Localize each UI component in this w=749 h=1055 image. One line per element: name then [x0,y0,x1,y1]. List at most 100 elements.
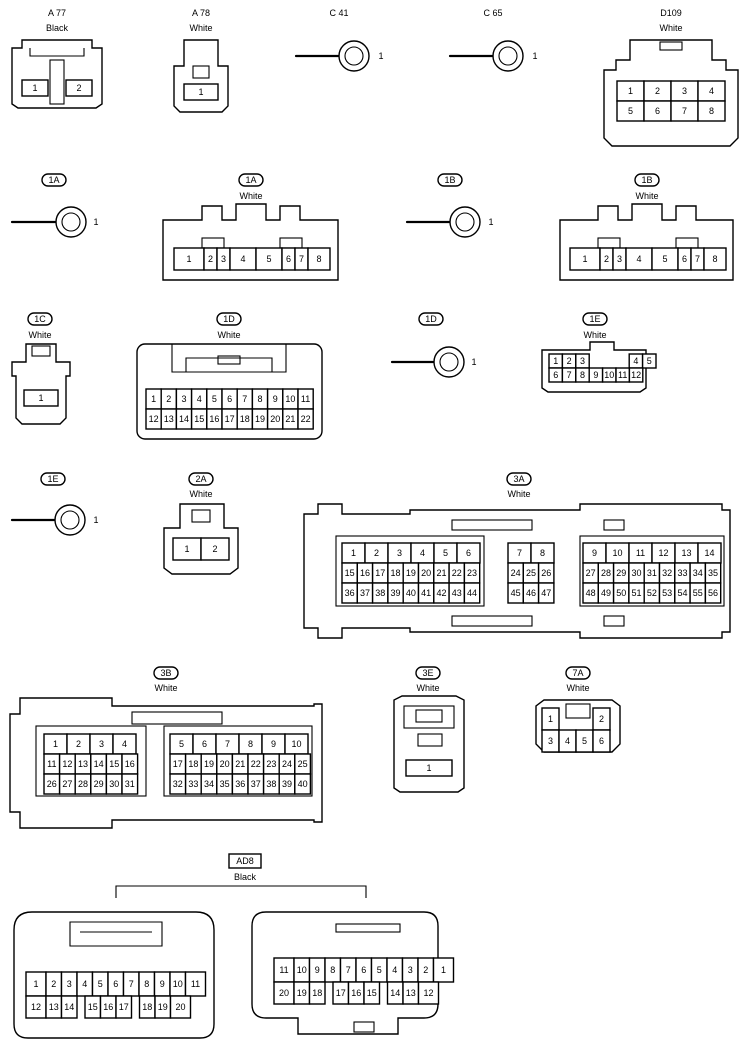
connector-2a: 2A White 1 2 [163,472,239,575]
pin-cell [704,582,722,604]
pin-label: 24 [511,568,521,578]
pin-label: 2 [51,979,56,989]
ring-terminal [55,206,87,238]
pin-label: 5 [212,394,217,404]
pin-label: 6 [113,979,118,989]
pin-label: 19 [255,414,265,424]
pin-cell [537,582,555,604]
pin-label: 21 [436,568,446,578]
pin-label: 1 [53,739,58,749]
pin-label: 7 [346,965,351,975]
pin-label: 33 [188,779,198,789]
connector-code: D109 [660,8,682,18]
pin-label: 43 [452,588,462,598]
connector-code: 2A [195,474,206,484]
pin-label: 21 [235,759,245,769]
junction-code-badge [506,472,532,486]
pin-label: 40 [406,588,416,598]
pin-label: 17 [336,988,346,998]
pin-label: 9 [592,548,597,558]
pin-cell [405,759,453,777]
pin-label: 26 [47,779,57,789]
pin-label: 30 [632,568,642,578]
pin-cell [308,981,326,1005]
pin-label: 6 [202,739,207,749]
pin-label: 12 [631,370,641,380]
pin-label: 2 [208,254,213,264]
pin-label: 6 [286,254,291,264]
pin-cell [592,729,611,753]
pin-label: 17 [225,414,235,424]
pin-cell [184,971,207,997]
pin-label: 50 [616,588,626,598]
pin-cell [65,79,93,97]
pin-label: 13 [164,414,174,424]
pin-label: 13 [406,988,416,998]
pin-label: 1 [441,965,446,975]
pin-label: 24 [282,759,292,769]
pin-label: 1 [33,979,38,989]
pin-label: 1 [184,544,189,554]
pin-cell [307,247,331,271]
pin-label: 9 [271,739,276,749]
pin-label: 4 [240,254,245,264]
connector-color: White [416,683,439,693]
pin-label: 6 [655,106,660,116]
pin-label: 5 [377,965,382,975]
connector-code: A 78 [192,8,210,18]
connector-1d-ring: 1D 1 [390,312,477,378]
connector-color: White [239,191,262,201]
connector-1a-ring: 1A 1 [10,173,99,238]
connector-3e: 3E White 1 [393,666,465,793]
connector-color: White [659,23,682,33]
pin-label: 3 [580,356,585,366]
pin-label: 18 [188,759,198,769]
pin-label: 3 [617,254,622,264]
pin-label: 15 [345,568,355,578]
pin-label: 54 [677,588,687,598]
pin-label: 30 [109,779,119,789]
pin-label: 18 [312,988,322,998]
pin-label: 8 [712,254,717,264]
pin-cell [463,582,481,604]
connector-code-box [228,853,262,869]
pin-label: 16 [360,568,370,578]
pin-label: 5 [647,356,652,366]
connector-color: Black [234,872,257,882]
pin-label: 4 [636,254,641,264]
pin-label: 17 [173,759,183,769]
pin-cell [294,773,312,795]
pin-label: 7 [517,548,522,558]
connector-code: 1D [223,314,235,324]
pin-label: 23 [467,568,477,578]
pin-label: 3 [408,965,413,975]
pin-label: 36 [235,779,245,789]
pin-label: 39 [282,779,292,789]
pin-label: 9 [593,370,598,380]
pin-label: 6 [599,736,604,746]
pin-label: 27 [586,568,596,578]
pin-label: 8 [540,548,545,558]
junction-code-badge [153,666,179,680]
pin-label: 52 [647,588,657,598]
pin-label: 21 [285,414,295,424]
ring-terminal [492,40,524,72]
pin-label: 1 [93,217,98,227]
pin-label: 3 [67,979,72,989]
pin-label: 1 [628,86,633,96]
junction-code-badge [582,312,608,326]
pin-label: 16 [103,1002,113,1012]
pin-label: 26 [541,568,551,578]
pin-label: 2 [212,544,217,554]
pin-label: 4 [565,736,570,746]
junction-code-badge [565,666,591,680]
pin-label: 18 [391,568,401,578]
pin-label: 18 [142,1002,152,1012]
